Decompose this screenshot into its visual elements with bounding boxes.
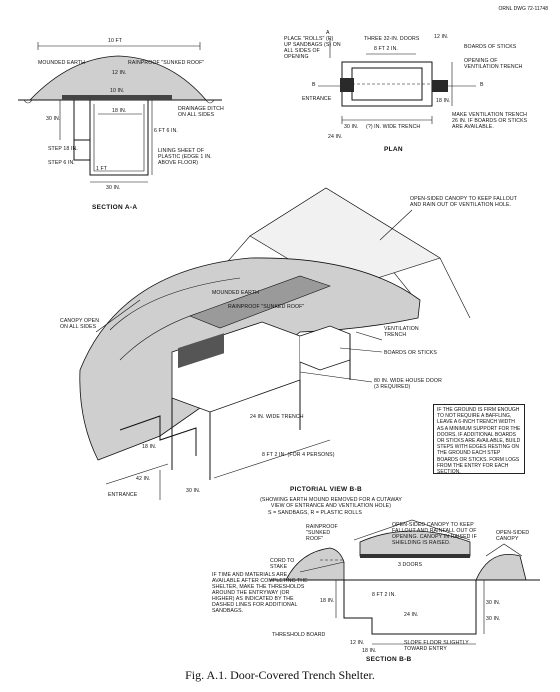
plan-8ft2in-label: 8 ft 2 in.: [374, 46, 398, 52]
pic-open-canopy-label: OPEN-SIDED CANOPY TO KEEP FALLOUT AND RA…: [410, 196, 517, 208]
pic-30in-label: 30 in.: [186, 488, 201, 494]
pic-ft-length-label: 8 ft 2 in. (FOR 4 PERSONS): [262, 452, 335, 458]
aa-10in-label: 10 in.: [110, 88, 125, 94]
pictorial-drawing: [79, 187, 471, 500]
plan-24in-label: 24 in.: [328, 134, 343, 140]
bb-rainproof-label: RAINPROOF "SUNKED ROOF": [306, 524, 338, 542]
pic-ventilation-label: VENTILATION TRENCH: [384, 326, 419, 338]
aa-12in-label: 12 in.: [112, 70, 127, 76]
aa-drainage-label: DRAINAGE DITCH ON ALL SIDES: [178, 106, 224, 118]
plan-30in-label: 30 in.: [344, 124, 359, 130]
bb-open-sided-canopy-label: OPEN-SIDED CANOPY: [496, 530, 530, 542]
bb-open-canopy-label: OPEN-SIDED CANOPY TO KEEP FALLOUT AND RA…: [392, 522, 477, 546]
aa-lining-label: LINING SHEET OF PLASTIC (EDGE 1 in. ABOV…: [158, 148, 212, 166]
pictorial-legend: S = SANDBAGS, R = PLASTIC ROLLS: [268, 510, 362, 516]
aa-18in-label: 18 in.: [112, 108, 127, 114]
bb-18in-b-label: 18 in.: [362, 648, 377, 654]
pic-42in-label: 42 in.: [136, 476, 151, 482]
bb-time-materials-label: IF TIME AND MATERIALS ARE AVAILABLE AFTE…: [212, 572, 308, 614]
pic-house-door-label: 80 in. WIDE HOUSE DOOR (3 REQUIRED): [374, 378, 442, 390]
plan-a-top-marker: A: [326, 30, 330, 36]
plan-make-vent-label: MAKE VENTILATION TRENCH 26 in. IF BOARDS…: [452, 112, 528, 130]
aa-30in-label: 30 in.: [46, 116, 61, 122]
aa-6ft6in-label: 6 ft 6 in.: [154, 128, 178, 134]
aa-1ft-label: 1 ft: [96, 166, 108, 172]
plan-12in-label: 12 in.: [434, 34, 449, 40]
plan-drawing: [318, 38, 476, 124]
aa-width-label: 10 ft: [108, 38, 123, 44]
bb-8ft2in-label: 8 ft 2 in.: [372, 592, 396, 598]
pic-entrance-label: ENTRANCE: [108, 492, 138, 498]
plan-place-rolls-label: PLACE "ROLLS" (R) UP SANDBAGS (S) ON ALL…: [284, 36, 341, 60]
pic-rainproof-label: RAINPROOF "SUNKED ROOF": [228, 304, 305, 310]
aa-30in-bottom-label: 30 in.: [106, 185, 121, 191]
plan-entrance-label: ENTRANCE: [302, 96, 332, 102]
aa-step2-label: STEP 6 in.: [48, 160, 75, 166]
bb-slope-label: SLOPE FLOOR SLIGHTLY TOWARD ENTRY: [404, 640, 469, 652]
plan-b-left-marker: B: [312, 82, 316, 88]
pic-18in-label: 18 in.: [142, 444, 157, 450]
note-box: IF THE GROUND IS FIRM ENOUGH TO NOT REQU…: [433, 404, 525, 475]
aa-step-label: STEP 18 in.: [48, 146, 78, 152]
section-bb-title: SECTION B-B: [366, 656, 412, 663]
bb-30in-b-label: 30 in.: [486, 616, 501, 622]
pictorial-title: PICTORIAL VIEW B-B: [290, 486, 362, 493]
bb-30in-label: 30 in.: [486, 600, 501, 606]
bb-18in-label: 18 in.: [320, 598, 335, 604]
bb-threshold-label: THRESHOLD BOARD: [272, 632, 326, 638]
pic-trench-length-label: 24 in. WIDE TRENCH: [250, 414, 304, 420]
pic-canopy-open-label: CANOPY OPEN ON ALL SIDES: [60, 318, 100, 330]
aa-mounded-earth-label: MOUNDED EARTH: [38, 60, 86, 66]
bb-24in-label: 24 in.: [404, 612, 419, 618]
bb-doors-label: 3 DOORS: [398, 562, 423, 568]
pictorial-subtitle: (SHOWING EARTH MOUND REMOVED FOR A CUTAW…: [260, 497, 402, 509]
plan-opening-vent-label: OPENING OF VENTILATION TRENCH: [464, 58, 523, 70]
bb-cord-stake-label: CORD TO STAKE: [270, 558, 295, 570]
plan-three-doors-label: THREE 32-in. DOORS: [364, 36, 420, 42]
pic-boards-sticks-label: BOARDS OR STICKS: [384, 350, 437, 356]
figure-caption: Fig. A.1. Door-Covered Trench Shelter.: [185, 668, 375, 682]
bb-12in-label: 12 in.: [350, 640, 365, 646]
section-aa-drawing: [18, 42, 222, 183]
section-aa-title: SECTION A-A: [92, 204, 138, 211]
plan-18in-label: 18 in.: [436, 98, 451, 104]
pic-mounded-earth-label: MOUNDED EARTH: [212, 290, 260, 296]
plan-title: PLAN: [384, 146, 403, 153]
plan-b-right-marker: B: [480, 82, 484, 88]
aa-rainproof-label: RAINPROOF "SUNKED ROOF": [128, 60, 205, 66]
section-bb-drawing: [270, 519, 540, 645]
plan-inner-wide-label: (?) in. WIDE TRENCH: [366, 124, 421, 130]
document-id: ORNL DWG 72-11748: [498, 6, 548, 12]
plan-boards-sticks-label: BOARDS OF STICKS: [464, 44, 517, 50]
